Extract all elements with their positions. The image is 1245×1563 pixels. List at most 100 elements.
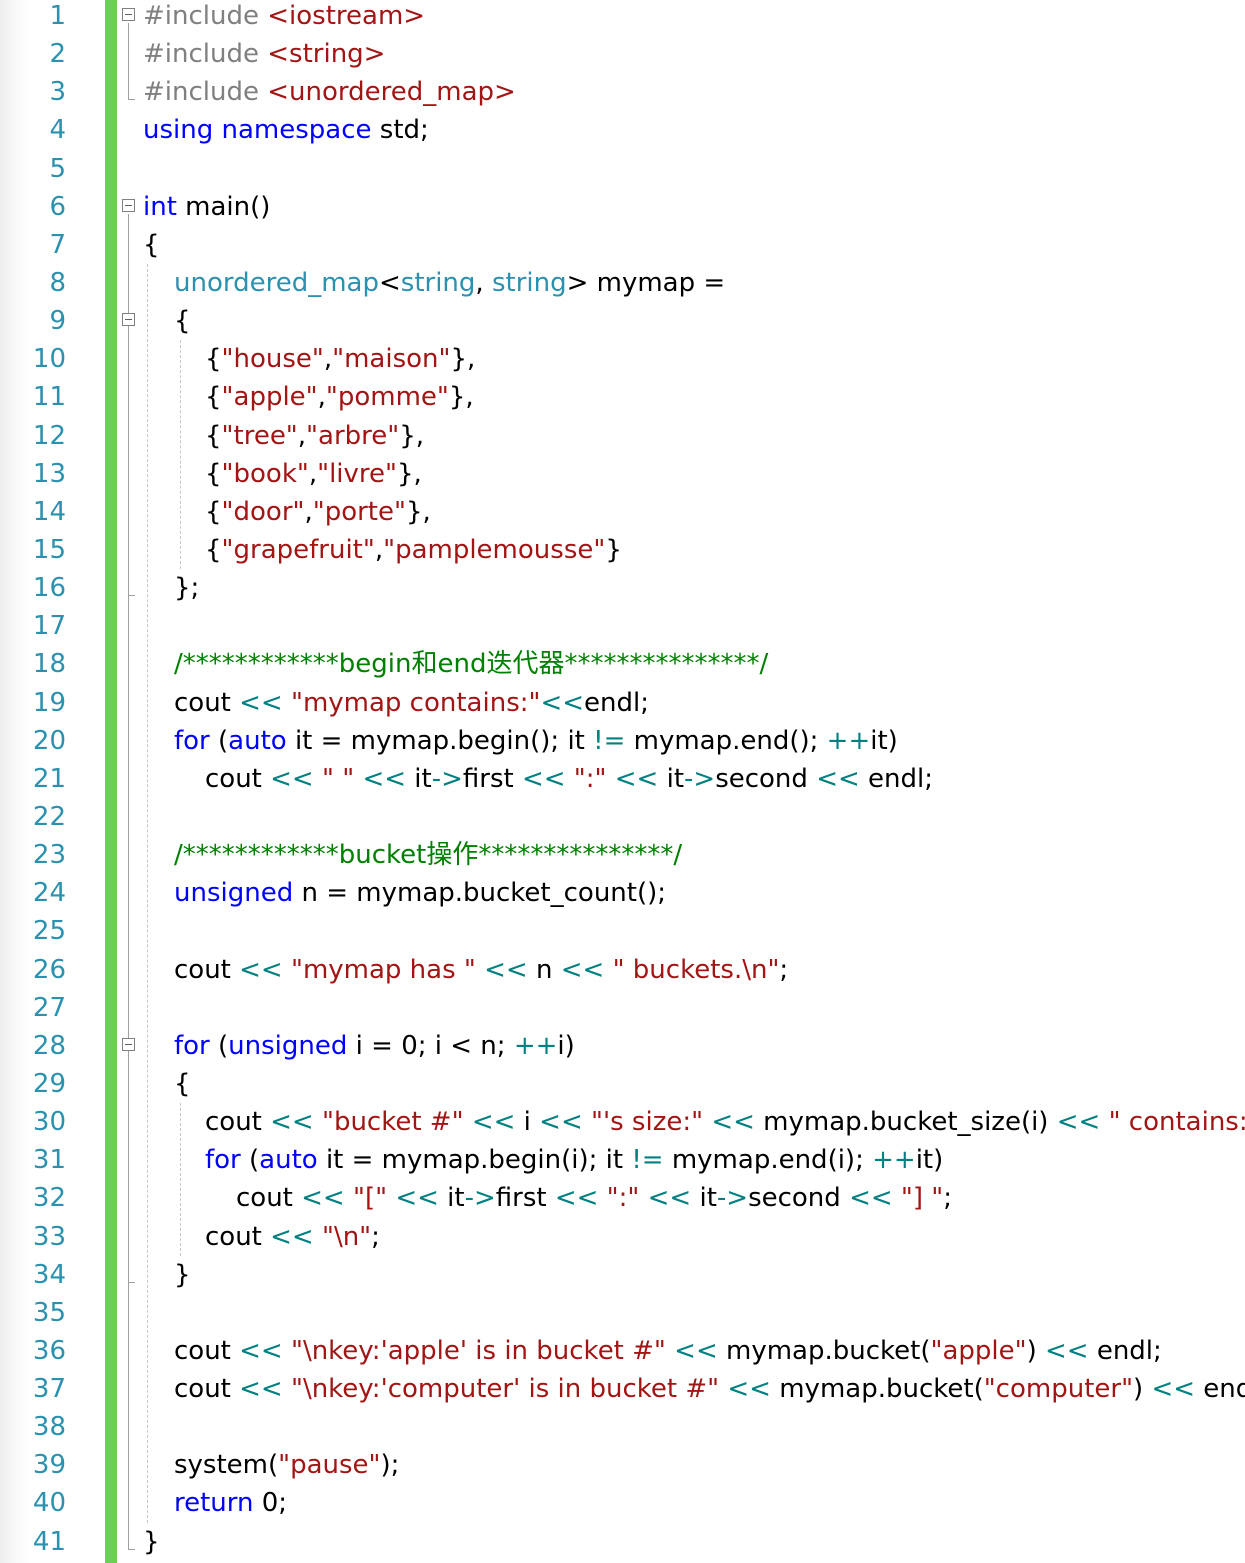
code-text <box>1100 1107 1108 1137</box>
code-line[interactable]: 35 <box>0 1294 1245 1332</box>
code-text: system("pause"); <box>174 1446 399 1484</box>
string-literal: "house" <box>221 344 324 375</box>
line-number: 28 <box>32 1030 66 1061</box>
keyword: int <box>143 191 177 222</box>
code-line[interactable]: 29{ <box>0 1065 1245 1103</box>
code-text: unordered_map<string, string> mymap = <box>174 264 725 302</box>
code-line[interactable]: 3#include <unordered_map> <box>0 73 1245 111</box>
code-text: { <box>143 229 160 260</box>
operator: << <box>816 763 860 794</box>
code-text: first <box>495 1183 555 1214</box>
code-text: } <box>143 1523 160 1561</box>
code-text: } <box>143 1526 160 1557</box>
line-number: 27 <box>32 992 66 1023</box>
string-literal: "maison" <box>332 344 451 375</box>
line-number: 4 <box>49 115 66 146</box>
code-line[interactable]: 9{ <box>0 302 1245 340</box>
code-line[interactable]: 7{ <box>0 226 1245 264</box>
line-number: 41 <box>32 1526 66 1557</box>
operator: << <box>1151 1374 1196 1405</box>
keyword: for <box>174 1030 210 1061</box>
string-literal: "\n" <box>321 1221 372 1252</box>
code-text: { <box>205 344 222 375</box>
line-number: 19 <box>32 687 66 718</box>
code-line[interactable]: 23/************bucket操作***************/ <box>0 836 1245 874</box>
code-line[interactable]: 22 <box>0 798 1245 836</box>
code-line[interactable]: 41} <box>0 1523 1245 1561</box>
string-literal: ":" <box>606 1183 640 1214</box>
collapse-toggle-icon[interactable] <box>122 1037 135 1051</box>
code-line[interactable]: 13{"book","livre"}, <box>0 455 1245 493</box>
code-line[interactable]: 2#include <string> <box>0 35 1245 73</box>
code-line[interactable]: 11{"apple","pomme"}, <box>0 378 1245 416</box>
operator: << <box>270 1221 314 1252</box>
code-line[interactable]: 1#include <iostream> <box>0 0 1245 35</box>
type-name: string <box>400 267 476 298</box>
fold-guide-end <box>128 1281 135 1283</box>
code-text: it = mymap.begin(i); it <box>317 1145 632 1176</box>
string-literal: " " <box>321 763 355 794</box>
line-number: 31 <box>32 1145 66 1176</box>
operator: << <box>484 954 528 985</box>
collapse-toggle-icon[interactable] <box>122 313 135 327</box>
collapse-toggle-icon[interactable] <box>122 198 135 212</box>
code-text: , <box>323 344 333 375</box>
indent-guide <box>147 264 148 1523</box>
line-number: 18 <box>32 649 66 680</box>
code-line[interactable]: 17 <box>0 607 1245 645</box>
code-line[interactable]: 28 for (unsigned i = 0; i < n; ++i) <box>0 1027 1245 1065</box>
line-number: 23 <box>32 840 66 871</box>
code-line[interactable]: 34} <box>0 1256 1245 1294</box>
string-literal: "tree" <box>221 420 298 451</box>
code-text: { <box>174 302 191 340</box>
code-text: i) <box>557 1030 575 1061</box>
code-text: for (unsigned i = 0; i < n; ++i) <box>174 1027 575 1065</box>
code-line[interactable]: 10{"house","maison"}, <box>0 340 1245 378</box>
code-line[interactable]: 38 <box>0 1408 1245 1446</box>
operator: << <box>239 1374 283 1405</box>
indent-guide <box>180 340 181 570</box>
collapse-toggle-icon[interactable] <box>122 8 135 21</box>
code-line[interactable]: 25 <box>0 912 1245 950</box>
code-text: mymap.bucket( <box>770 1374 984 1405</box>
code-text: , <box>308 458 318 489</box>
code-line[interactable]: 27 <box>0 989 1245 1027</box>
code-line[interactable]: 14{"door","porte"}, <box>0 493 1245 531</box>
code-line[interactable]: 15{"grapefruit","pamplemousse"} <box>0 531 1245 569</box>
string-literal: "arbre" <box>306 420 400 451</box>
code-text: mymap.bucket( <box>717 1335 931 1366</box>
operator: << <box>395 1183 439 1214</box>
code-line[interactable]: 18/************begin和end迭代器*************… <box>0 645 1245 683</box>
operator: ++ <box>513 1030 558 1061</box>
code-text: {"tree","arbre"}, <box>205 417 424 455</box>
code-text: { <box>205 496 222 527</box>
operator: << <box>239 954 283 985</box>
line-number: 26 <box>32 954 66 985</box>
string-literal: ":" <box>573 763 607 794</box>
code-line[interactable]: 12{"tree","arbre"}, <box>0 417 1245 455</box>
line-number: 17 <box>32 611 66 642</box>
operator: << <box>270 763 314 794</box>
code-text: ( <box>209 725 229 756</box>
code-line[interactable]: 16}; <box>0 569 1245 607</box>
code-text: , <box>304 496 313 527</box>
keyword: auto <box>228 725 287 756</box>
code-line[interactable]: 5 <box>0 150 1245 188</box>
